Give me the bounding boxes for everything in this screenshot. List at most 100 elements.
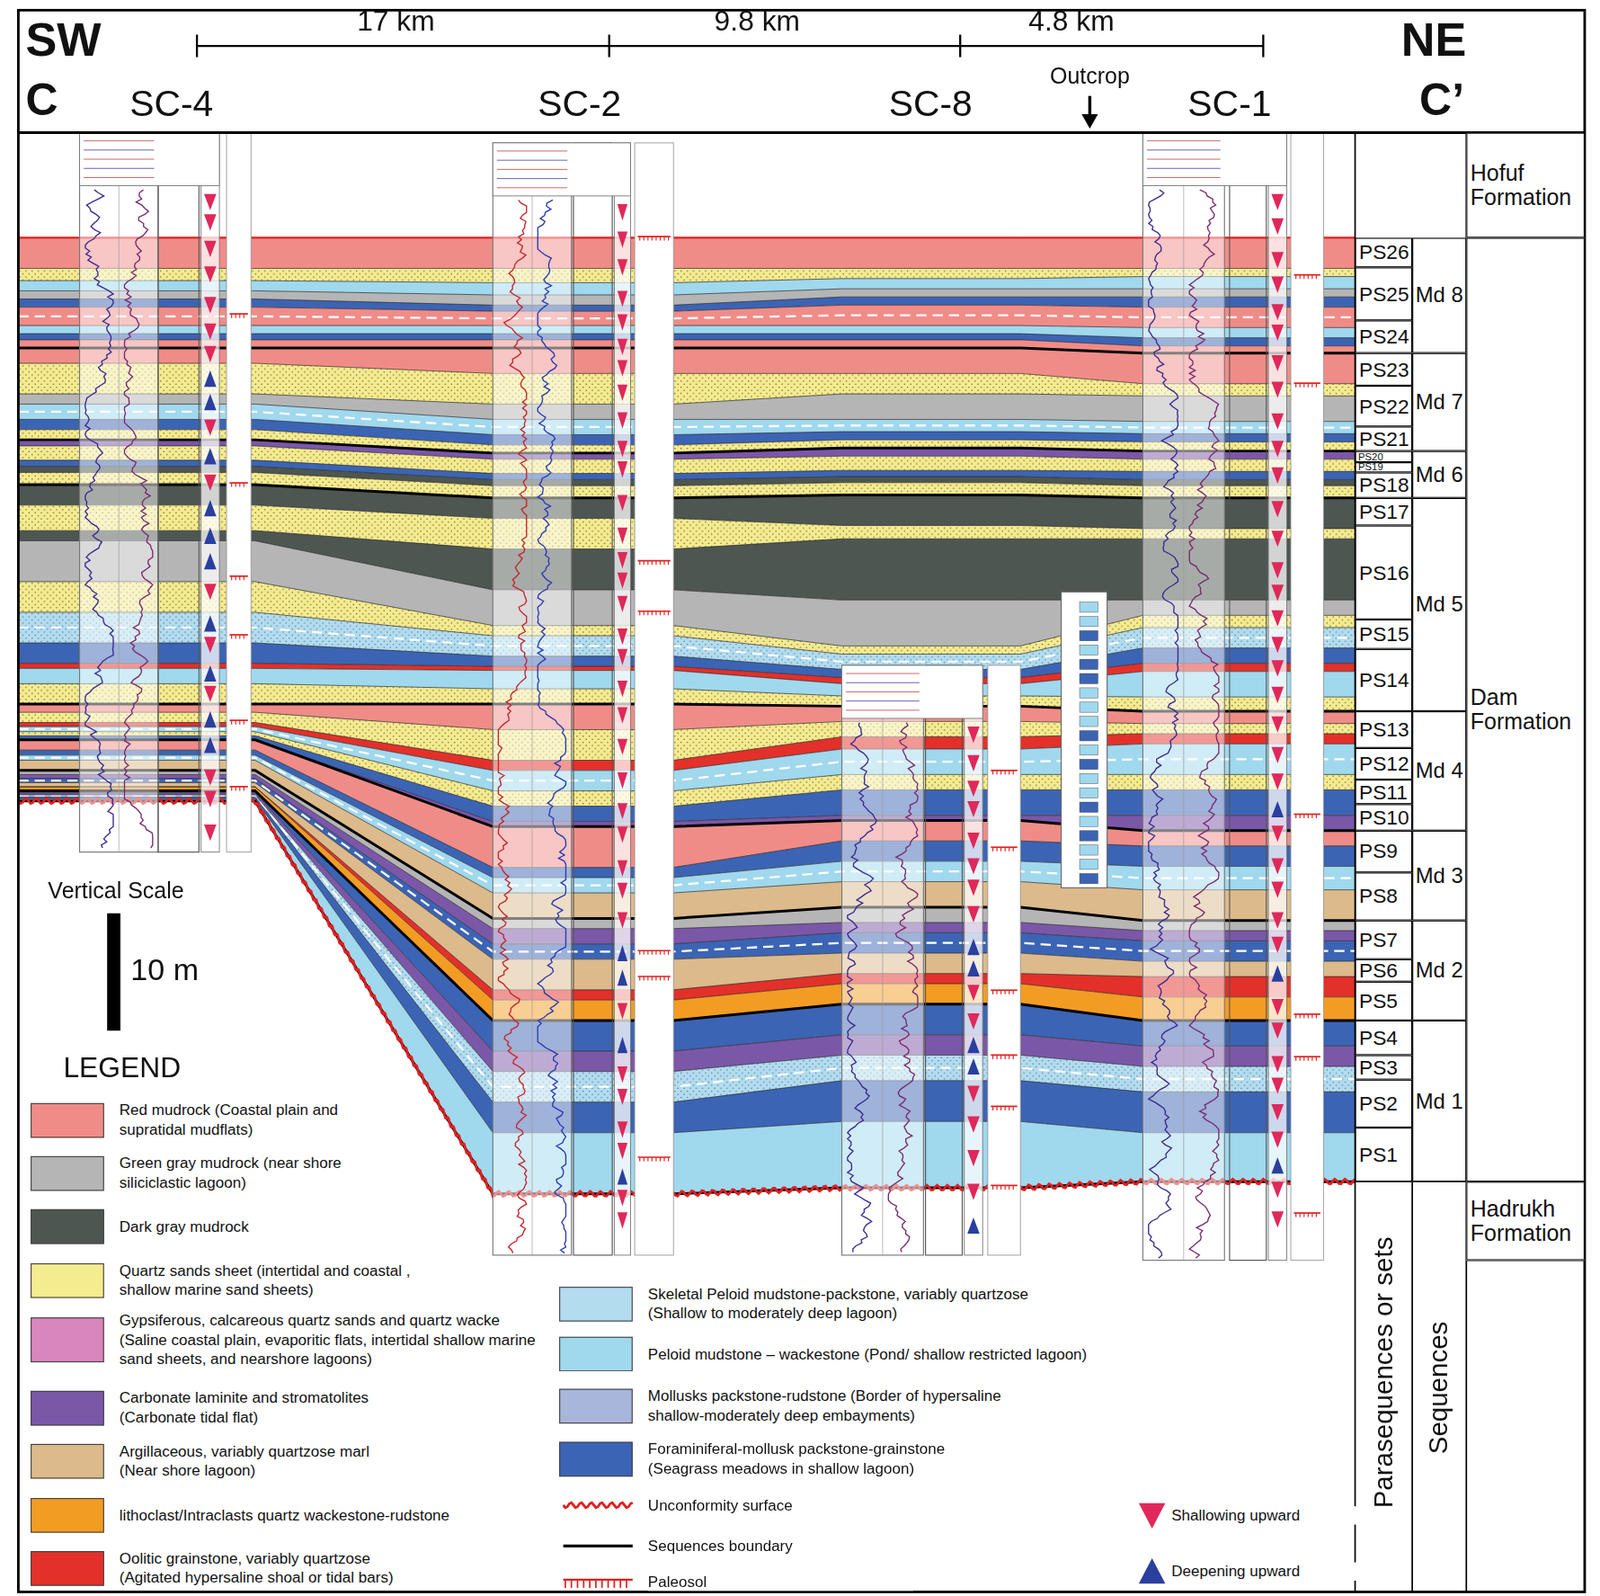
- paleosol-tick: [231, 313, 232, 319]
- cycle-triangle: [1271, 1022, 1284, 1039]
- cycle-triangle: [204, 769, 217, 786]
- cycle-triangle: [1271, 998, 1284, 1015]
- paleosol-tick: [996, 989, 998, 995]
- paleosol-tick: [1000, 846, 1002, 852]
- distance-tick: [1262, 35, 1264, 58]
- shallowing-triangle: [1138, 1502, 1166, 1529]
- parasequence-box: PS24: [1355, 320, 1414, 353]
- paleosol-tick: [231, 634, 232, 640]
- paleosol-tick: [1311, 1013, 1313, 1019]
- box-text: PS3: [1359, 1056, 1398, 1078]
- cycle-triangle: [1271, 1076, 1284, 1094]
- paleosol-sample-tick: [619, 1579, 622, 1588]
- outcrop-bed: [1079, 787, 1098, 798]
- cycle-triangle: [1271, 355, 1284, 372]
- outcrop-bed: [1079, 844, 1098, 855]
- paleosol-tick: [655, 560, 657, 566]
- paleosol-tick: [1008, 1184, 1010, 1190]
- parasequence-box: PS1: [1355, 1127, 1414, 1182]
- paleosol-tick: [651, 976, 653, 981]
- paleosol-tick: [239, 482, 240, 488]
- cycle-triangle: [1271, 936, 1284, 953]
- paleosol-tick: [667, 560, 669, 566]
- paleosol-tick: [643, 236, 645, 241]
- paleosol-tick: [231, 482, 232, 488]
- cycle-triangle: [617, 680, 628, 697]
- paleosol-tick: [1311, 1056, 1313, 1061]
- parasequence-box: PS21: [1355, 426, 1414, 451]
- log-header-line: [497, 160, 568, 161]
- box-text: Md 4: [1415, 759, 1464, 783]
- well-name: SC-8: [888, 81, 973, 126]
- box-text: Md 3: [1415, 863, 1464, 887]
- cycle-triangle: [617, 204, 628, 221]
- paleosol-tick: [659, 611, 661, 616]
- box-text: Hadrukh Formation: [1470, 1197, 1582, 1245]
- box-text: Md 6: [1415, 462, 1464, 486]
- distance-tick: [195, 35, 198, 58]
- box-text: PS6: [1359, 959, 1398, 981]
- cycle-triangle: [617, 706, 628, 723]
- paleosol-tick: [667, 950, 669, 955]
- legend-text: Oolitic grainstone, variably quartzose (…: [119, 1548, 427, 1588]
- outcrop-bed: [1079, 859, 1098, 870]
- paleosol-tick: [1295, 1212, 1297, 1218]
- paleosol-tick: [663, 976, 665, 981]
- cycle-triangle: [204, 447, 217, 464]
- paleosol-tick: [235, 786, 237, 792]
- well-name: SC-4: [129, 81, 214, 126]
- cycle-triangle: [204, 418, 217, 436]
- paleosol-sample-tick: [570, 1579, 573, 1588]
- cycle-triangle: [617, 772, 628, 789]
- paleosol-tick: [647, 236, 649, 241]
- cycle-triangle: [1271, 440, 1284, 457]
- cycle-triangle: [204, 665, 217, 682]
- gamma-log-curve: [497, 199, 526, 1253]
- box-text: PS2: [1359, 1092, 1398, 1114]
- cycle-triangle: [617, 258, 628, 276]
- cycle-triangle: [1271, 584, 1284, 601]
- log-header-line: [845, 682, 920, 684]
- legend-swatch: [559, 1441, 633, 1477]
- cycle-triangle: [617, 1211, 628, 1228]
- cycle-triangle: [1271, 1181, 1284, 1198]
- paleosol-tick: [992, 989, 994, 995]
- paleosol-tick: [1004, 1184, 1006, 1190]
- paleosol-tick: [1013, 1105, 1014, 1111]
- box-text: PS7: [1359, 928, 1398, 951]
- paleosol-sample-tick: [577, 1579, 579, 1588]
- paleosol-tick: [1303, 814, 1305, 819]
- lithology-column: [925, 665, 963, 1255]
- gamma-track: [492, 142, 571, 1255]
- paleosol-mark: [229, 785, 248, 788]
- paleosol-tick: [1004, 770, 1006, 775]
- paleosol-tick: [243, 786, 245, 792]
- cycle-triangle: [204, 583, 217, 600]
- paleosol-tick: [647, 611, 649, 616]
- box-text: PS18: [1359, 474, 1410, 497]
- cycle-triangle: [967, 1057, 980, 1075]
- paleosol-tick: [996, 770, 998, 775]
- paleosol-tick: [996, 1184, 998, 1190]
- well-name: SC-2: [537, 81, 622, 126]
- label: 9.8 km: [714, 4, 800, 39]
- paleosol-mark: [638, 1155, 671, 1158]
- box-text: PS19: [1358, 462, 1384, 472]
- cycle-triangle: [1271, 303, 1284, 320]
- legend-swatch: [30, 1102, 105, 1138]
- log-header: [492, 142, 631, 196]
- paleosol-sample-tick: [625, 1579, 628, 1588]
- cycle-triangle: [204, 266, 217, 283]
- paleosol-mark: [229, 633, 248, 636]
- cycle-column: [613, 142, 631, 1255]
- outcrop-bed: [1079, 872, 1098, 883]
- paleosol-tick: [239, 313, 240, 319]
- outcrop-bed: [1079, 773, 1098, 783]
- unconformity-sample: [563, 1502, 633, 1507]
- parasequence-box: PS23: [1355, 353, 1414, 386]
- paleosol-tick: [655, 236, 657, 241]
- paleosol-tick: [659, 236, 661, 241]
- box-text: Md 2: [1415, 959, 1464, 982]
- cycle-triangle: [617, 595, 628, 613]
- cycle-triangle: [617, 290, 628, 307]
